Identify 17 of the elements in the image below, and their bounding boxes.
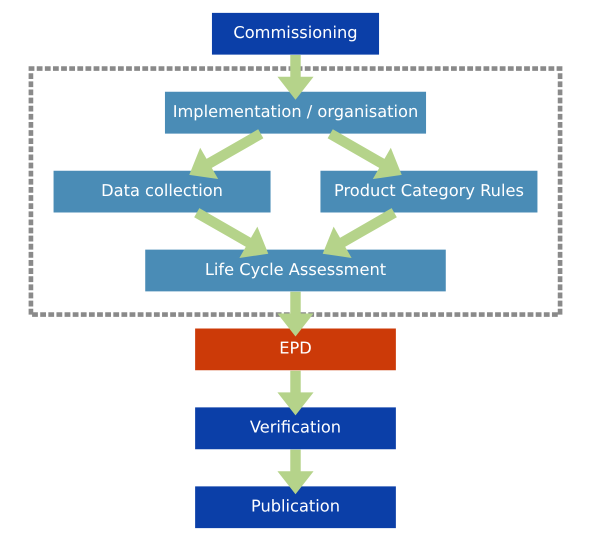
node-box: Life Cycle Assessment <box>144 250 446 292</box>
node-box: Implementation / organisation <box>164 92 426 134</box>
arrow <box>327 129 402 180</box>
arrow <box>194 208 268 258</box>
arrow <box>276 450 314 494</box>
arrow <box>322 208 396 258</box>
arrow <box>276 370 314 416</box>
node-box: Verification <box>194 407 396 450</box>
arrow <box>276 55 314 100</box>
node-box: EPD <box>194 328 396 370</box>
node-box: Publication <box>194 486 396 528</box>
node-box: Product Category Rules <box>320 170 537 212</box>
arrow <box>188 129 263 180</box>
cluster <box>28 66 562 317</box>
node-box: Data collection <box>53 170 270 212</box>
node-box: Commissioning <box>211 12 379 55</box>
arrow <box>276 292 314 336</box>
